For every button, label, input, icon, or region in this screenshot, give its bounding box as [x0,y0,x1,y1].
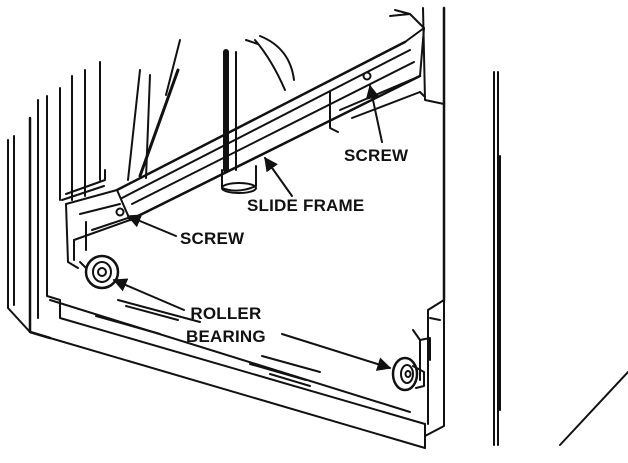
label-screw-left: SCREW [180,229,245,248]
label-screw-top: SCREW [344,146,409,165]
label-roller-line2: BEARING [186,327,266,346]
screw-hole-top [362,71,372,81]
cabinet-base-lines [29,299,426,449]
roller-bearing-right [391,356,425,392]
arrow-screw-top [365,84,383,143]
arrow-roller-right [281,333,392,371]
oven-interior-lines [127,35,295,181]
label-roller-line1: ROLLER [190,304,262,323]
door-frame-right [412,6,446,449]
callout-arrows [112,84,392,371]
frame-support-post [221,165,257,194]
cabinet-body-left [7,61,106,340]
label-roller-bearing: ROLLER BEARING [186,302,266,348]
screw-hole-left [115,207,125,217]
slide-frame-rail [65,9,425,269]
arrow-slide-frame [264,156,293,197]
door-panel [493,71,628,446]
arrow-screw-left [126,214,177,237]
arrow-roller-left [112,278,185,311]
label-slide-frame: SLIDE FRAME [247,196,365,215]
roller-bearing-left [79,254,120,290]
